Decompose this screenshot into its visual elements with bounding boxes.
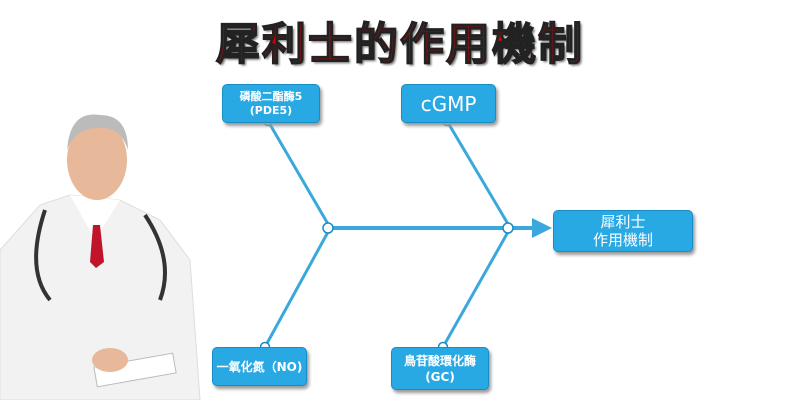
doctor-illustration: [0, 114, 201, 400]
node-label: 磷酸二酯酶5: [239, 89, 303, 103]
node-label: 犀利士: [600, 213, 646, 231]
page-title: 犀利士的作用機制: [215, 18, 584, 71]
node-label: (GC): [425, 369, 455, 384]
node-cgmp: cGMP: [401, 84, 496, 123]
node-pde5: 磷酸二酯酶5 (PDE5): [222, 84, 320, 123]
node-label: (PDE5): [249, 103, 293, 117]
node-no: 一氧化氮（NO): [212, 347, 307, 386]
node-circles: [259, 115, 514, 353]
connector-lines: [263, 120, 535, 348]
node-gc: 鳥苷酸環化酶 (GC): [391, 347, 489, 390]
node-label: 作用機制: [592, 231, 653, 249]
node-result: 犀利士 作用機制: [553, 210, 693, 252]
node-label: 一氧化氮（NO): [216, 359, 303, 374]
node-label: 鳥苷酸環化酶: [403, 353, 476, 368]
arrow-head-icon: [532, 218, 552, 238]
node-label: cGMP: [420, 91, 477, 116]
